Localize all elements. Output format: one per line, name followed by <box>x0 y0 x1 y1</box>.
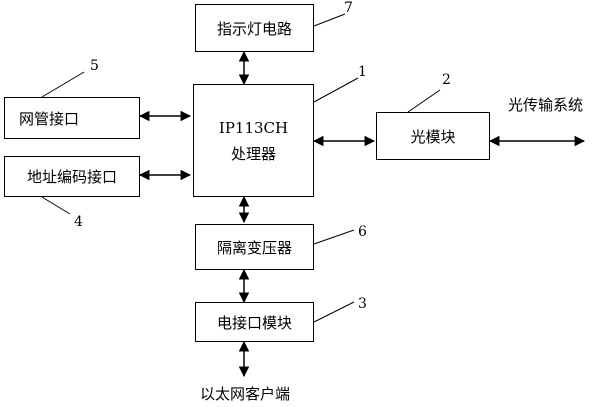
processor-label: 处理器 <box>230 144 276 163</box>
callout-1: 1 <box>358 64 367 80</box>
leader-1 <box>313 77 359 103</box>
leader-6 <box>313 229 355 245</box>
address-coding-interface-box: 地址编码接口 <box>4 156 140 197</box>
optical-module-label: 光模块 <box>410 127 456 146</box>
indicator-circuit-box: 指示灯电路 <box>195 4 314 52</box>
address-coding-interface-label: 地址编码接口 <box>26 168 117 186</box>
leader-5 <box>41 71 85 98</box>
electrical-interface-module-box: 电接口模块 <box>195 302 314 342</box>
ethernet-client-label: 以太网客户端 <box>200 385 291 403</box>
processor-box: IP113CH 处理器 <box>193 84 314 197</box>
leader-4 <box>41 196 71 215</box>
leader-2 <box>407 89 441 113</box>
callout-2: 2 <box>442 72 451 88</box>
electrical-interface-module-label: 电接口模块 <box>216 313 292 332</box>
callout-6: 6 <box>358 224 367 240</box>
optical-transmission-system-label: 光传输系统 <box>508 96 584 114</box>
callout-5: 5 <box>90 58 99 74</box>
isolation-transformer-box: 隔离变压器 <box>195 224 314 270</box>
callout-7: 7 <box>344 0 353 16</box>
isolation-transformer-label: 隔离变压器 <box>216 238 292 257</box>
callout-3: 3 <box>358 296 367 312</box>
network-mgmt-interface-label: 网管接口 <box>19 109 80 128</box>
callout-4: 4 <box>74 214 83 230</box>
optical-module-box: 光模块 <box>376 112 490 160</box>
indicator-circuit-label: 指示灯电路 <box>216 19 292 38</box>
network-mgmt-interface-box: 网管接口 <box>4 97 140 139</box>
leader-7 <box>313 13 346 27</box>
processor-model-label: IP113CH <box>218 118 289 137</box>
leader-3 <box>313 301 355 323</box>
